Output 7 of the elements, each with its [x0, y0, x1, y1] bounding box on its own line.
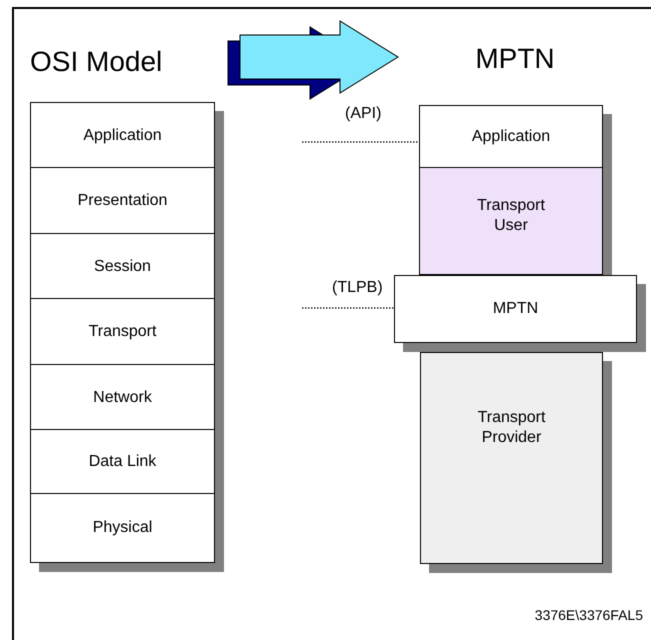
leader-line: [302, 307, 394, 309]
edge-label: (TLPB): [332, 278, 383, 298]
figure-code: 3376E\3376FAL5: [534, 607, 643, 623]
stack-heading: MPTN: [400, 42, 630, 76]
stack-heading: OSI Model: [30, 45, 200, 79]
leader-line: [302, 141, 419, 143]
edge-label: (API): [345, 104, 382, 124]
